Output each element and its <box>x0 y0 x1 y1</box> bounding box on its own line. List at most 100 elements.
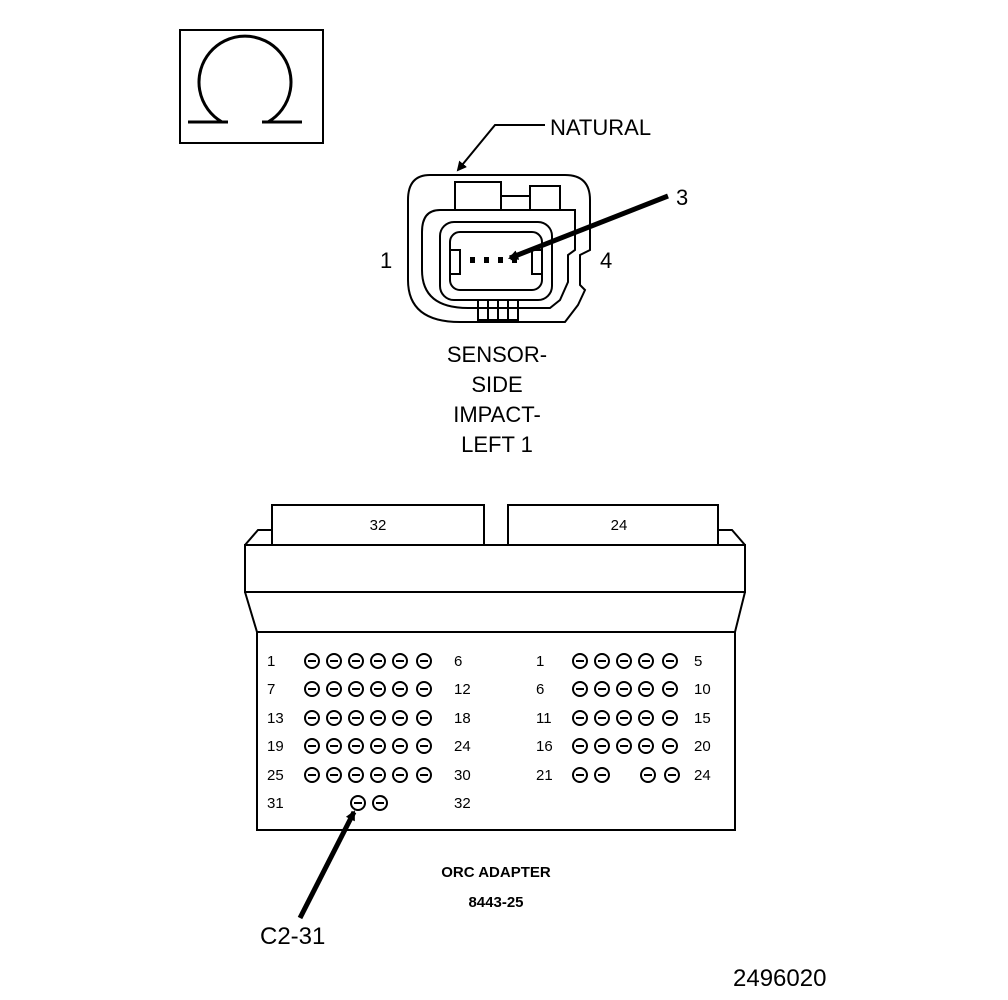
color-label: NATURAL <box>550 115 651 140</box>
row-end-label: 10 <box>694 681 711 698</box>
pin-cavity <box>304 767 320 783</box>
pin-cavity <box>594 767 610 783</box>
pin-cavity <box>348 653 364 669</box>
pin-cavity <box>370 710 386 726</box>
row-start-label: 13 <box>267 710 284 727</box>
pin-cavity <box>370 681 386 697</box>
row-start-label: 21 <box>536 767 553 784</box>
pin-cavity <box>572 738 588 754</box>
pin-cavity <box>616 681 632 697</box>
row-start-label: 19 <box>267 738 284 755</box>
row-end-label: 5 <box>694 653 702 670</box>
adapter-part-number: 8443-25 <box>468 894 523 911</box>
pin-right-label: 4 <box>600 248 612 273</box>
pin-cavity <box>638 738 654 754</box>
pin-cavity <box>326 681 342 697</box>
pin-cavity <box>392 653 408 669</box>
pin-cavity <box>594 710 610 726</box>
row-start-label: 7 <box>267 681 275 698</box>
pin-cavity <box>304 710 320 726</box>
pin-cavity <box>392 681 408 697</box>
row-start-label: 1 <box>536 653 544 670</box>
row-end-label: 30 <box>454 767 471 784</box>
pin-cavity <box>638 681 654 697</box>
pin-cavity <box>348 710 364 726</box>
pin-cavity <box>348 738 364 754</box>
row-end-label: 24 <box>694 767 711 784</box>
pin-cavity <box>348 767 364 783</box>
ohm-icon <box>179 29 324 144</box>
pin-cavities <box>304 653 680 811</box>
pin-cavity <box>326 710 342 726</box>
pin-cavity <box>326 653 342 669</box>
row-start-label: 31 <box>267 795 284 812</box>
right-pin-block: 1 5 6 10 11 15 16 20 21 24 <box>536 653 711 784</box>
pin-cavity <box>616 738 632 754</box>
pin-cavity <box>638 653 654 669</box>
pin-cavity <box>416 767 432 783</box>
pin-cavity <box>594 653 610 669</box>
row-end-label: 6 <box>454 653 462 670</box>
row-start-label: 25 <box>267 767 284 784</box>
pin-cavity <box>370 738 386 754</box>
c2-31-arrow <box>297 810 357 920</box>
sensor-name-line: LEFT 1 <box>461 432 533 457</box>
pin-cavity <box>304 653 320 669</box>
pin-cavity <box>416 710 432 726</box>
row-start-label: 6 <box>536 681 544 698</box>
pin-cavity <box>304 681 320 697</box>
pin-cavity <box>350 795 366 811</box>
pin-cavity <box>638 710 654 726</box>
pin-cavity <box>372 795 388 811</box>
pin-cavity <box>416 681 432 697</box>
sensor-name-line: SIDE <box>471 372 522 397</box>
row-end-label: 18 <box>454 710 471 727</box>
pin-cavity <box>572 653 588 669</box>
pin-cavity <box>616 710 632 726</box>
pin-cavity <box>326 767 342 783</box>
natural-leader <box>456 124 545 172</box>
pin-cavity <box>640 767 656 783</box>
sensor-connector <box>407 174 591 323</box>
row-end-label: 15 <box>694 710 711 727</box>
pin-left-label: 1 <box>380 248 392 273</box>
pin-cavity <box>616 653 632 669</box>
pin3-arrow <box>508 193 669 261</box>
pin-cavity <box>662 653 678 669</box>
connector-left-label: 32 <box>370 517 387 534</box>
pin-cavity <box>416 738 432 754</box>
row-end-label: 32 <box>454 795 471 812</box>
row-end-label: 12 <box>454 681 471 698</box>
callout-label: C2-31 <box>260 923 325 950</box>
pin-cavity <box>370 767 386 783</box>
pin-cavity <box>370 653 386 669</box>
pin-cavity <box>392 710 408 726</box>
pin-cavity <box>594 738 610 754</box>
pin-cavity <box>304 738 320 754</box>
pin-cavity <box>662 710 678 726</box>
pin-cavity <box>416 653 432 669</box>
orc-adapter <box>244 504 746 831</box>
sensor-name-line: SENSOR- <box>447 342 547 367</box>
pin-cavity <box>662 681 678 697</box>
sensor-name-line: IMPACT- <box>453 402 541 427</box>
row-end-label: 20 <box>694 738 711 755</box>
pin-cavity <box>572 767 588 783</box>
pin-cavity <box>662 738 678 754</box>
pin-cavity <box>392 738 408 754</box>
pin-callout-label: 3 <box>676 185 688 210</box>
pin-cavity <box>572 710 588 726</box>
row-start-label: 1 <box>267 653 275 670</box>
row-end-label: 24 <box>454 738 471 755</box>
row-start-label: 16 <box>536 738 553 755</box>
figure-number: 2496020 <box>733 965 826 992</box>
pin-cavity <box>664 767 680 783</box>
pin-cavity <box>594 681 610 697</box>
pin-cavity <box>392 767 408 783</box>
left-pin-block: 1 6 7 12 13 18 19 24 25 30 31 32 <box>267 653 471 812</box>
adapter-name: ORC ADAPTER <box>441 864 551 881</box>
row-start-label: 11 <box>536 710 552 727</box>
pin-cavity <box>348 681 364 697</box>
pin-cavity <box>326 738 342 754</box>
